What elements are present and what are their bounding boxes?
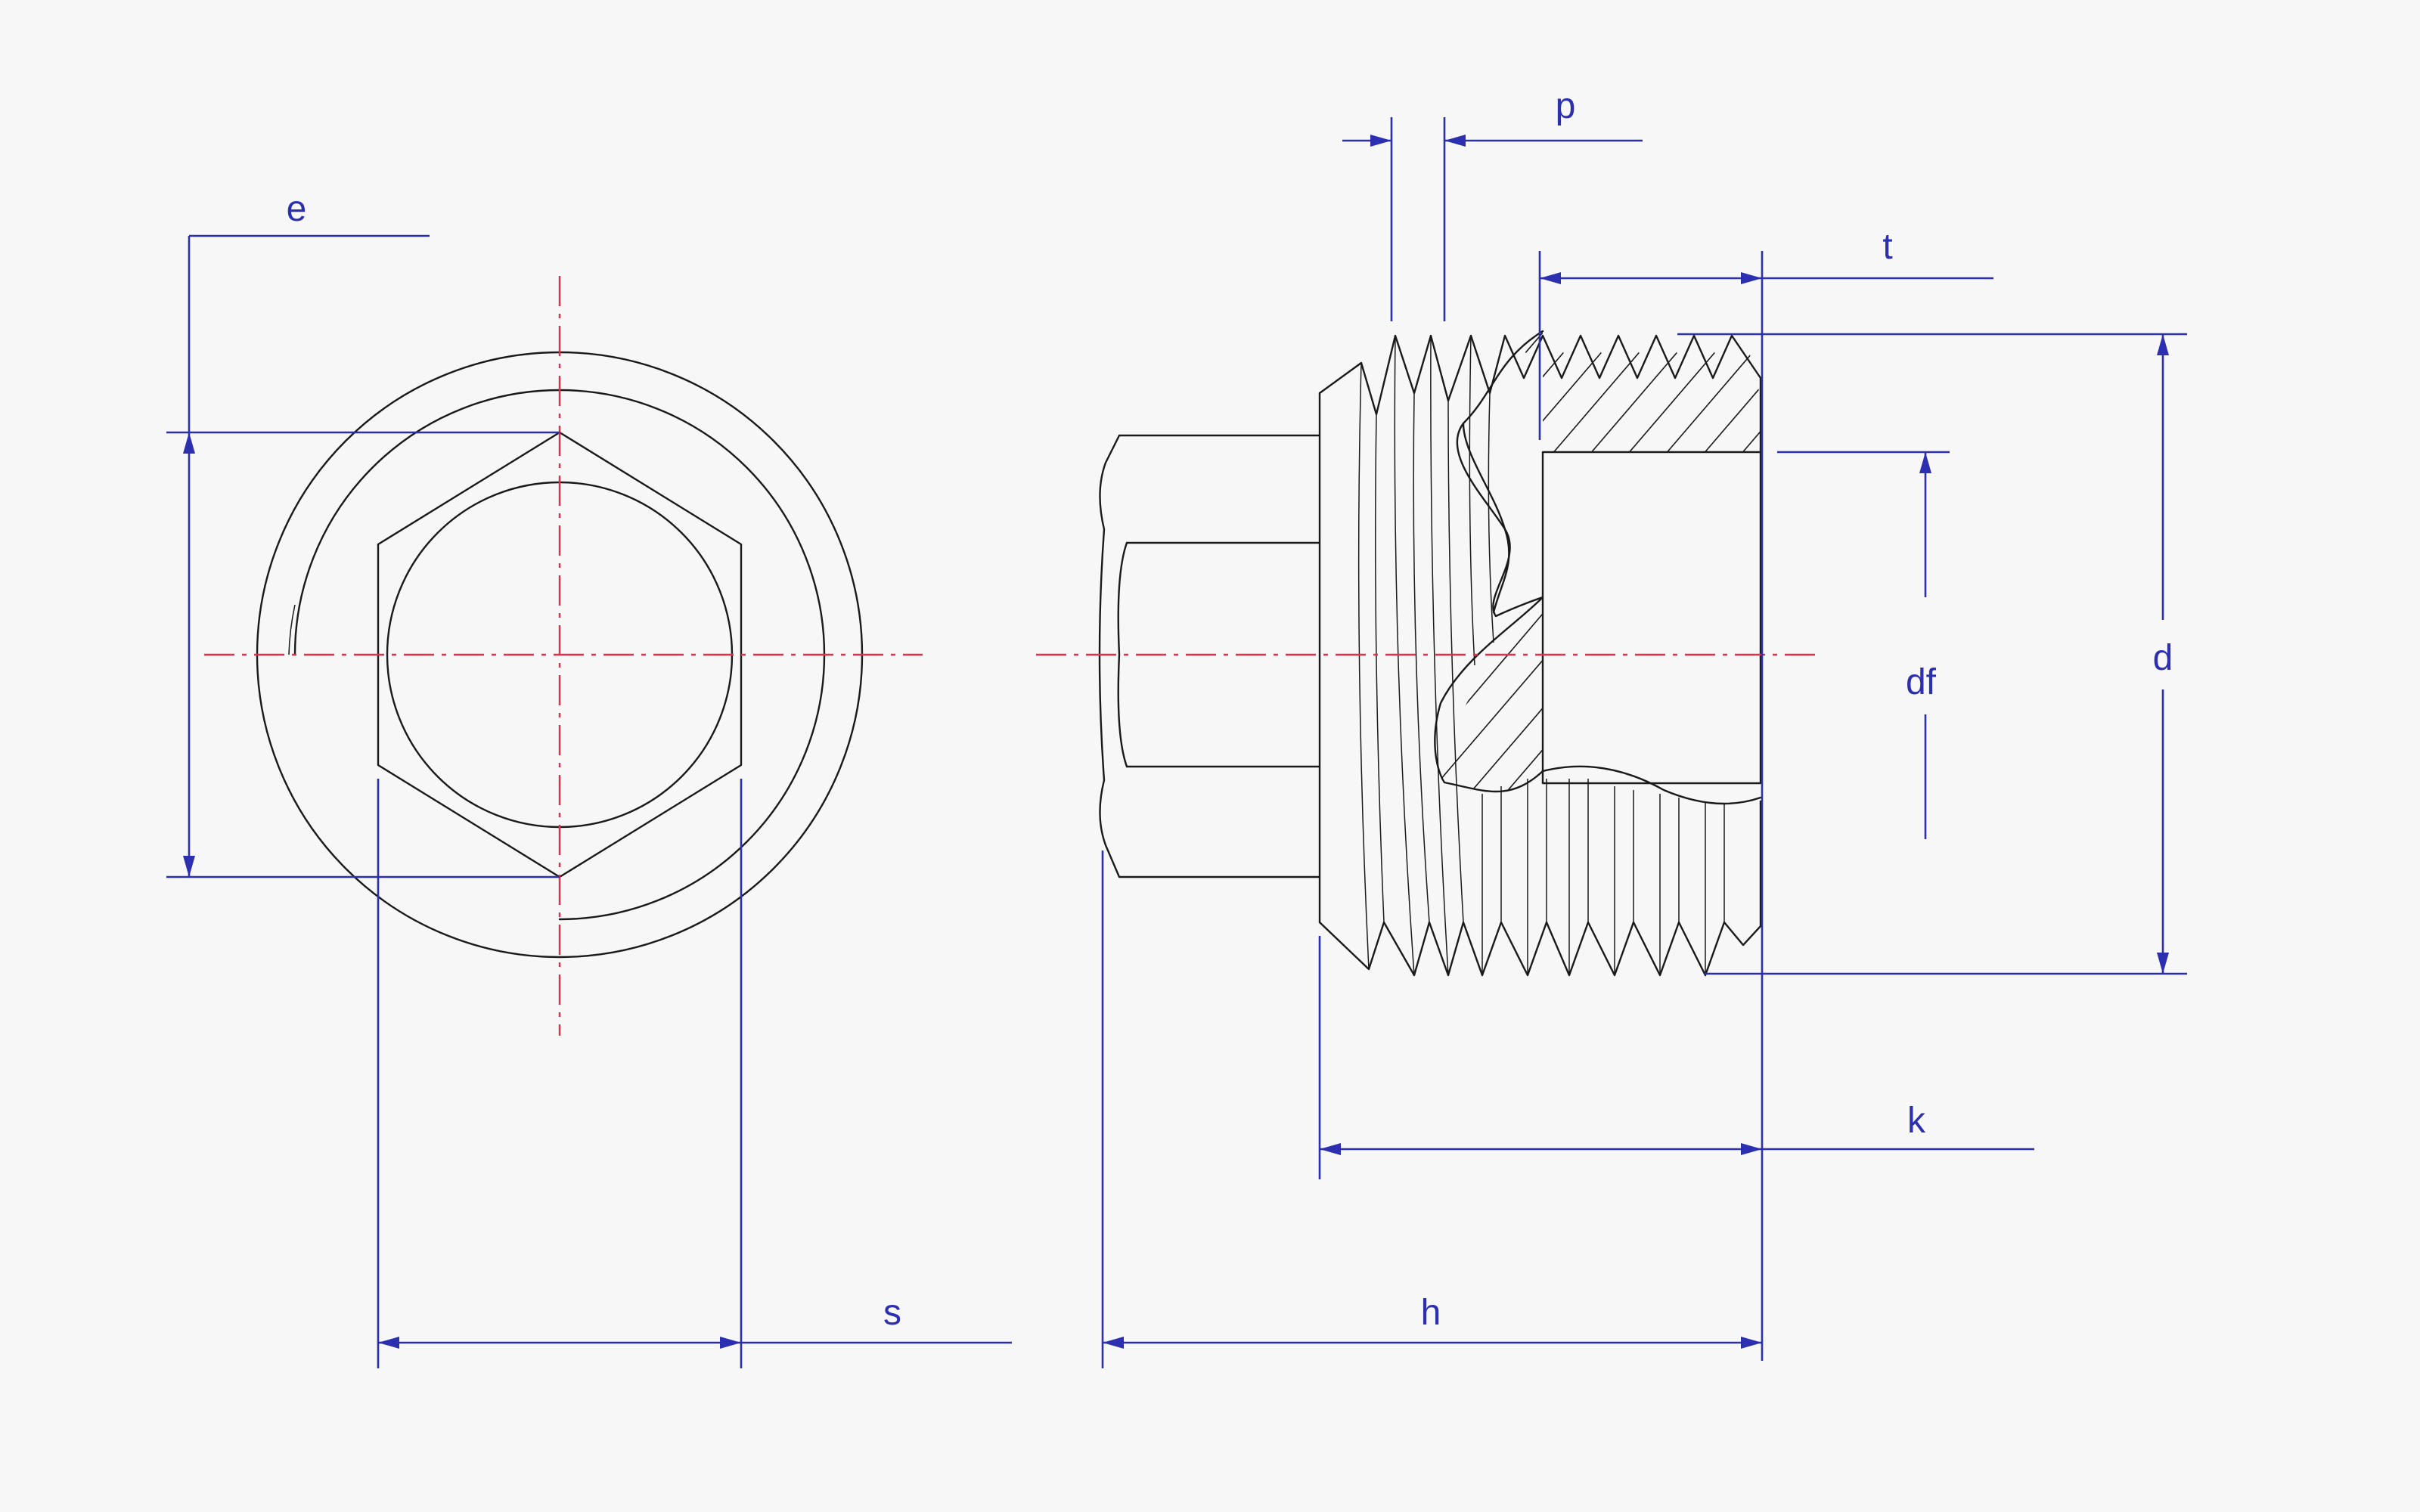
side-view [1098, 330, 1762, 977]
thread-arc-inner [288, 604, 296, 655]
dim-h: h [1101, 850, 1762, 1368]
label-t: t [1882, 227, 1892, 267]
label-k: k [1907, 1101, 1926, 1141]
dim-t: t [1538, 227, 1993, 1361]
label-s: s [883, 1293, 901, 1333]
bore-section [1434, 330, 1762, 805]
label-p: p [1556, 86, 1576, 126]
dimensions: e s p t [166, 86, 2187, 1368]
dim-s: s [377, 779, 1012, 1368]
label-df: df [1906, 662, 1937, 702]
label-e: e [287, 189, 307, 229]
dim-df: df [1777, 451, 1950, 839]
label-d: d [2153, 638, 2173, 678]
dim-e: e [166, 189, 560, 878]
dim-d: d [1677, 333, 2187, 975]
dim-k: k [1318, 936, 2034, 1179]
label-h: h [1421, 1293, 1441, 1333]
dim-p: p [1342, 86, 1643, 321]
center-lines [204, 276, 1815, 1036]
threaded-body [1318, 334, 1762, 977]
hex-head [1098, 434, 1321, 878]
